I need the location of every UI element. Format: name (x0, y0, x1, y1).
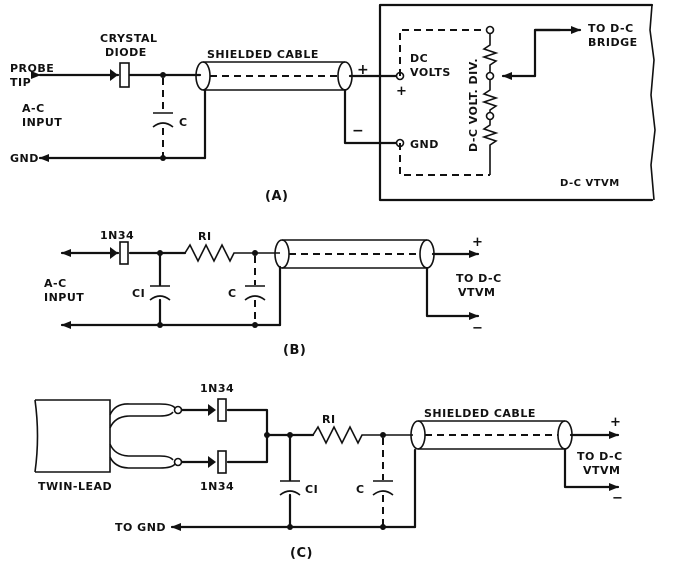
c1-label-b: CI (132, 287, 145, 300)
gnd-label-a: GND (10, 152, 39, 165)
diode-bottom-label-c: 1N34 (200, 480, 234, 493)
bridge-label-1: TO D-C (588, 22, 634, 35)
dc-volts-label-1: DC (410, 52, 428, 65)
c-label-b: C (228, 287, 237, 300)
capacitor-c1-c (279, 433, 301, 529)
plus-label-b: + (472, 235, 483, 250)
shielded-cable-c (410, 420, 573, 450)
ac-input-label-a1: A-C (22, 102, 45, 115)
crystal-diode-symbol (110, 62, 130, 88)
gnd-terminal-label: GND (410, 138, 439, 151)
vtvm-label: D-C VTVM (560, 178, 620, 189)
diode-top-c (208, 398, 227, 422)
to-vtvm-label-c1: TO D-C (577, 450, 623, 463)
plus-cable-label: + (357, 62, 369, 78)
to-vtvm-label-c2: VTVM (583, 464, 620, 477)
shielded-cable-b (274, 239, 435, 269)
to-vtvm-label-b1: TO D-C (456, 272, 502, 285)
diode-label-b: 1N34 (100, 229, 134, 242)
caption-c: (C) (290, 546, 313, 561)
resistor-r1-c (312, 425, 413, 445)
caption-a: (A) (265, 189, 288, 204)
r1-label-c: RI (322, 413, 336, 426)
probe-label-1: PROBE (10, 62, 54, 75)
crystal-label-1: CRYSTAL (100, 32, 158, 45)
r1-label-b: RI (198, 230, 212, 243)
probe-label-2: TIP (10, 76, 31, 89)
shielded-cable-label-c: SHIELDED CABLE (424, 407, 536, 420)
ac-input-label-a2: INPUT (22, 116, 62, 129)
c-label-c: C (356, 483, 365, 496)
crystal-label-2: DIODE (105, 46, 147, 59)
minus-cable-label: − (352, 123, 364, 139)
ac-input-label-b2: INPUT (44, 291, 84, 304)
c1-label-c: CI (305, 483, 318, 496)
diagram-b: 1N34 RI A-C INPUT CI C + − TO D-C VTVM (… (44, 229, 502, 358)
diagram-c: 1N34 1N34 RI SHIELDED CABLE TWIN-LEAD CI… (34, 382, 623, 561)
shielded-cable-label-a: SHIELDED CABLE (207, 48, 319, 61)
plus-terminal-label: + (396, 84, 407, 99)
diode-bottom-c (208, 450, 227, 474)
twin-lead-symbol (34, 399, 176, 473)
shielded-cable-a (195, 61, 353, 91)
volt-div-label: D-C VOLT. DIV. (467, 58, 480, 152)
caption-b: (B) (283, 343, 306, 358)
to-vtvm-label-b2: VTVM (458, 286, 495, 299)
plus-label-c: + (610, 415, 621, 430)
ac-input-label-b1: A-C (44, 277, 67, 290)
minus-label-b: − (472, 321, 483, 336)
diode-1n34-b (110, 241, 129, 265)
capacitor-c1-b (149, 251, 171, 327)
bridge-label-2: BRIDGE (588, 36, 638, 49)
capacitor-c-a (152, 78, 174, 158)
capacitor-c-c (372, 438, 394, 527)
vtvm-box (378, 3, 656, 202)
volt-divider (481, 25, 499, 175)
to-gnd-label: TO GND (115, 521, 166, 534)
minus-label-c: − (612, 491, 623, 506)
twin-lead-label: TWIN-LEAD (38, 480, 112, 493)
resistor-r1-b (184, 243, 280, 263)
cap-c-label-a: C (179, 116, 188, 129)
diode-top-label-c: 1N34 (200, 382, 234, 395)
capacitor-c-b (244, 256, 266, 325)
diagram-a: PROBE TIP CRYSTAL DIODE SHIELDED CABLE A… (10, 3, 656, 204)
dc-volts-label-2: VOLTS (410, 66, 451, 79)
